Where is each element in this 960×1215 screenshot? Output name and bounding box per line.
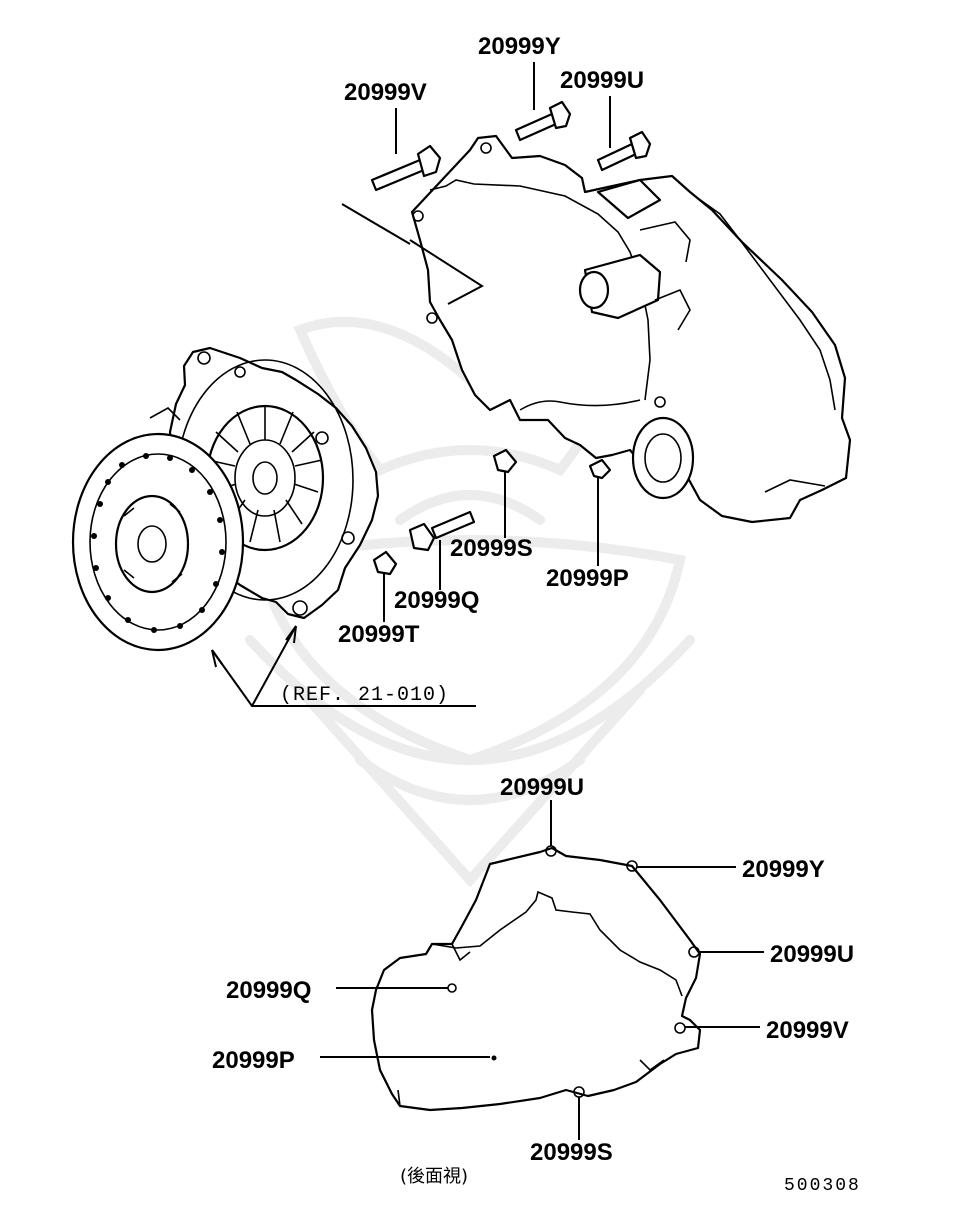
watermark-emblem bbox=[245, 316, 695, 888]
label-20999Q-rear: 20999Q bbox=[226, 977, 311, 1004]
label-20999S-upper: 20999S bbox=[450, 535, 533, 562]
label-20999V-upper: 20999V bbox=[344, 79, 427, 106]
label-20999U-upper: 20999U bbox=[560, 67, 644, 94]
rear-view-outline bbox=[370, 846, 702, 1112]
label-20999U-rear-right: 20999U bbox=[770, 941, 854, 968]
bolt-20999Q bbox=[408, 510, 476, 552]
label-20999V-rear: 20999V bbox=[766, 1017, 849, 1044]
upper-leader-lines bbox=[211, 62, 611, 707]
bolt-20999T bbox=[372, 550, 398, 576]
label-20999Y-rear: 20999Y bbox=[742, 856, 825, 883]
transmission-case bbox=[410, 134, 852, 524]
label-20999S-rear: 20999S bbox=[530, 1139, 613, 1166]
bolt-20999S bbox=[492, 448, 518, 474]
reference-note: (REF. 21-010) bbox=[280, 684, 449, 707]
label-20999P-upper: 20999P bbox=[546, 565, 629, 592]
label-20999T-upper: 20999T bbox=[338, 621, 420, 648]
bolt-20999V bbox=[370, 144, 442, 192]
disc-rivets bbox=[91, 453, 225, 633]
bolt-20999Y bbox=[514, 100, 572, 142]
rear-view-caption: (後面視) bbox=[400, 1166, 468, 1187]
label-20999U-rear-top: 20999U bbox=[500, 774, 584, 801]
bolt-20999P bbox=[588, 458, 612, 480]
label-20999Y-upper: 20999Y bbox=[478, 33, 561, 60]
label-20999Q-upper: 20999Q bbox=[394, 587, 479, 614]
label-20999P-rear: 20999P bbox=[212, 1047, 295, 1074]
clutch-disc bbox=[71, 432, 245, 652]
bolt-20999U bbox=[596, 130, 652, 172]
rear-view-leader-lines bbox=[320, 800, 764, 1140]
diagram-code: 500308 bbox=[784, 1176, 861, 1196]
